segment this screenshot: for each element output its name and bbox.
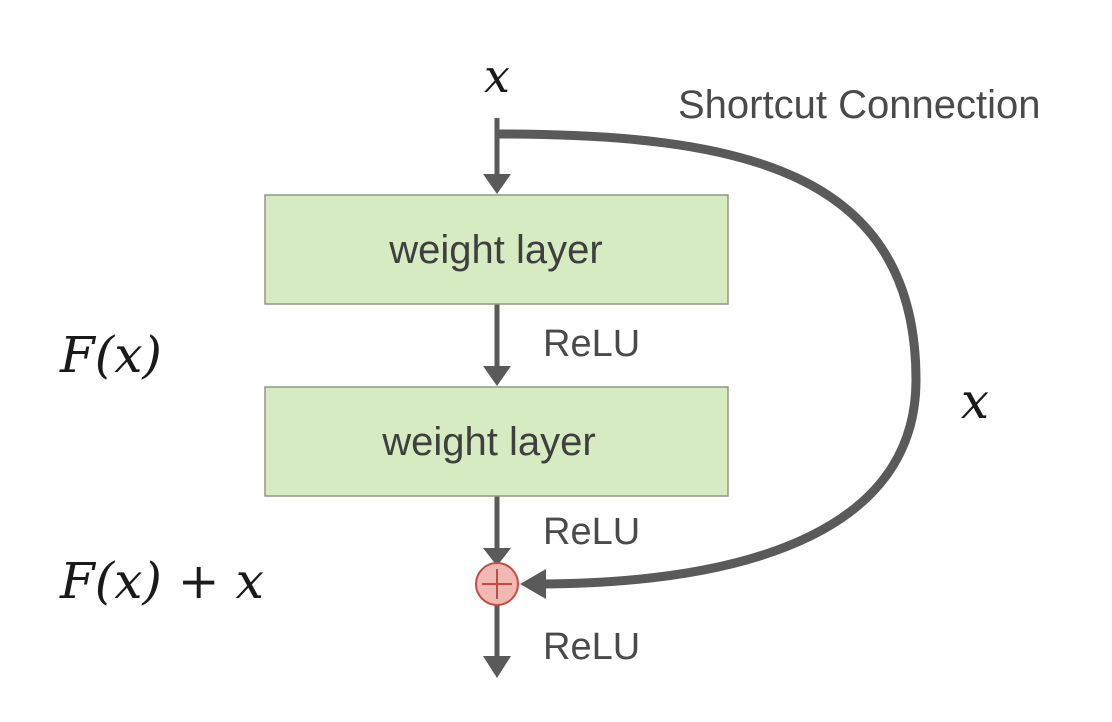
weight-layer-1: weight layer (264, 194, 729, 305)
shortcut-connection-curve (496, 129, 921, 589)
arrowhead-output (483, 656, 511, 678)
weight-layer-2-label: weight layer (381, 420, 595, 464)
arrowhead-input (483, 174, 511, 194)
shortcut-arrowhead (520, 569, 546, 599)
residual-function-label: F(x) (59, 326, 162, 384)
shortcut-x-label: x (961, 372, 989, 430)
main-path (483, 118, 511, 678)
shortcut-connection-label: Shortcut Connection (678, 83, 1040, 127)
arrowhead-layer2 (483, 366, 511, 386)
input-x-label: x (484, 49, 510, 103)
weight-layer-1-label: weight layer (388, 228, 602, 272)
weight-layer-2: weight layer (264, 386, 729, 497)
arrowhead-sum (483, 548, 511, 566)
relu-label-2: ReLU (543, 511, 640, 553)
weight-layer-1-box (264, 194, 729, 305)
sum-node: + (475, 562, 519, 606)
weight-layer-2-box (264, 386, 729, 497)
relu-label-1: ReLU (543, 323, 640, 365)
sum-output-label: F(x) + x (59, 552, 264, 610)
relu-label-3: ReLU (543, 626, 640, 668)
